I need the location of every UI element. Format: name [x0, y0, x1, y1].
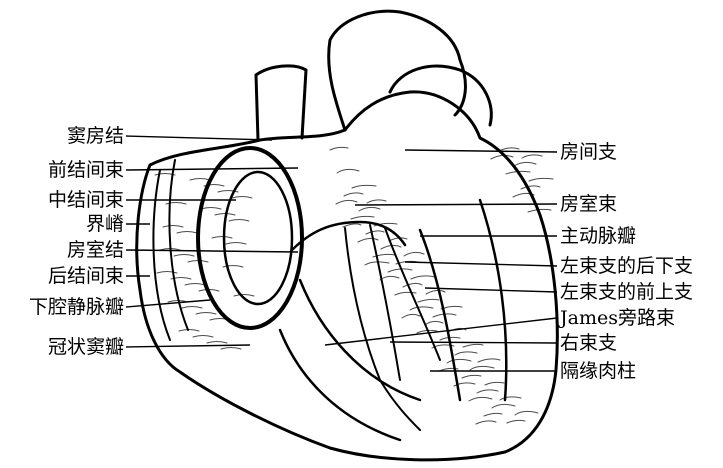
label-left-anterior-fascicle: 左束支的前上支	[560, 281, 693, 303]
hatch-stroke	[201, 208, 221, 210]
hatch-stroke	[358, 238, 378, 242]
hatch-stroke	[336, 200, 357, 204]
hatch-stroke	[463, 344, 483, 347]
leader-coronary-sinus-valve	[126, 345, 250, 347]
right-atrium-ring-inner	[224, 172, 292, 304]
label-atrioventricular-bundle: 房室束	[560, 193, 617, 215]
hatch-stroke	[500, 397, 521, 400]
label-ivc-valve: 下腔静脉瓣	[29, 296, 124, 318]
hatch-stroke	[343, 224, 361, 227]
leader-atrioventricular-node	[126, 250, 298, 252]
hatch-stroke	[491, 155, 513, 159]
hatch-stroke	[469, 397, 492, 401]
label-posterior-internodal-tract: 后结间束	[48, 265, 124, 287]
leader-interatrial-branch	[405, 150, 557, 152]
hatch-stroke	[478, 359, 500, 362]
label-coronary-sinus-valve: 冠状窦瓣	[48, 336, 124, 358]
hatch-stroke	[388, 269, 412, 272]
hatch-stroke	[484, 413, 502, 416]
label-atrioventricular-node: 房室结	[67, 239, 124, 261]
hatch-stroke	[522, 155, 542, 158]
leader-sinoatrial-node	[126, 136, 272, 140]
hatch-stroke	[521, 186, 540, 189]
leader-right-bundle-branch	[390, 342, 557, 343]
hatch-stroke	[381, 245, 401, 249]
hatch-stroke	[411, 276, 435, 279]
hatch-stroke	[163, 226, 183, 228]
hatch-stroke	[367, 200, 386, 203]
hatch-stroke	[196, 313, 216, 315]
hatch-stroke	[492, 404, 515, 408]
hatch-stroke	[207, 342, 227, 344]
hatch-stroke	[226, 243, 246, 245]
label-right-bundle-branch: 右束支	[560, 332, 617, 354]
label-septomarginal-trabecula: 隔缘肉柱	[560, 360, 636, 382]
hatch-stroke	[380, 276, 399, 280]
label-aortic-valve: 主动脉瓣	[560, 225, 636, 247]
label-left-posterior-fascicle: 左束支的后下支	[560, 255, 693, 277]
hatch-stroke	[455, 352, 477, 355]
hatch-stroke	[330, 147, 348, 150]
label-crista-terminalis: 界嵴	[86, 213, 124, 235]
hatch-stroke	[410, 307, 433, 310]
label-sinoatrial-node: 窦房结	[67, 125, 124, 147]
hatch-stroke	[470, 366, 494, 370]
hatch-stroke	[425, 321, 443, 325]
hatch-stroke	[179, 330, 199, 332]
hatch-stroke	[344, 193, 363, 196]
hatch-stroke	[190, 179, 210, 181]
hatch-stroke	[221, 348, 241, 350]
label-anterior-internodal-tract: 前结间束	[48, 159, 124, 181]
hatch-stroke	[389, 238, 407, 241]
hatch-stroke	[177, 232, 197, 234]
hatch-stroke	[476, 421, 496, 424]
hatch-stroke	[232, 197, 252, 199]
label-middle-internodal-tract: 中结间束	[48, 189, 124, 211]
hatch-stroke	[514, 162, 536, 166]
hatch-stroke	[499, 148, 519, 151]
leader-anterior-internodal-tract	[126, 168, 298, 170]
hatch-stroke	[529, 178, 553, 181]
hatch-stroke	[402, 314, 420, 318]
hatch-stroke	[426, 290, 445, 294]
superior-vena-cava	[256, 66, 306, 140]
left-bundle-path	[370, 225, 440, 380]
hatch-stroke	[352, 185, 376, 188]
label-interatrial-branch: 房间支	[560, 141, 617, 163]
hatch-stroke	[193, 336, 213, 338]
hatch-stroke	[515, 411, 538, 415]
hatch-stroke	[234, 295, 254, 297]
heart-outline	[137, 92, 558, 460]
right-bundle-path	[345, 228, 420, 430]
hatch-stroke	[174, 255, 194, 257]
hatch-stroke	[365, 262, 389, 265]
hatch-stroke	[366, 231, 384, 234]
aorta	[329, 11, 466, 130]
leader-ivc-valve	[126, 300, 210, 307]
hatch-stroke	[337, 169, 359, 173]
hatch-stroke	[403, 283, 422, 287]
hatch-stroke	[418, 299, 439, 302]
leader-left-posterior-fascicle	[405, 262, 557, 266]
label-james-bypass-tract: James旁路束	[560, 307, 675, 329]
hatch-stroke	[404, 252, 424, 256]
hatch-stroke	[182, 307, 202, 309]
leader-atrioventricular-bundle	[355, 204, 557, 205]
pulmonary-trunk	[390, 66, 491, 125]
hatch-stroke	[359, 207, 380, 211]
hatch-stroke	[351, 216, 374, 219]
hatch-stroke	[447, 359, 471, 363]
hatch-stroke	[212, 237, 232, 239]
hatch-stroke	[229, 220, 249, 222]
hatch-stroke	[462, 375, 481, 378]
hatch-stroke	[185, 284, 205, 286]
hatch-stroke	[507, 420, 525, 423]
hatch-stroke	[477, 390, 498, 393]
hatch-stroke	[485, 382, 504, 385]
